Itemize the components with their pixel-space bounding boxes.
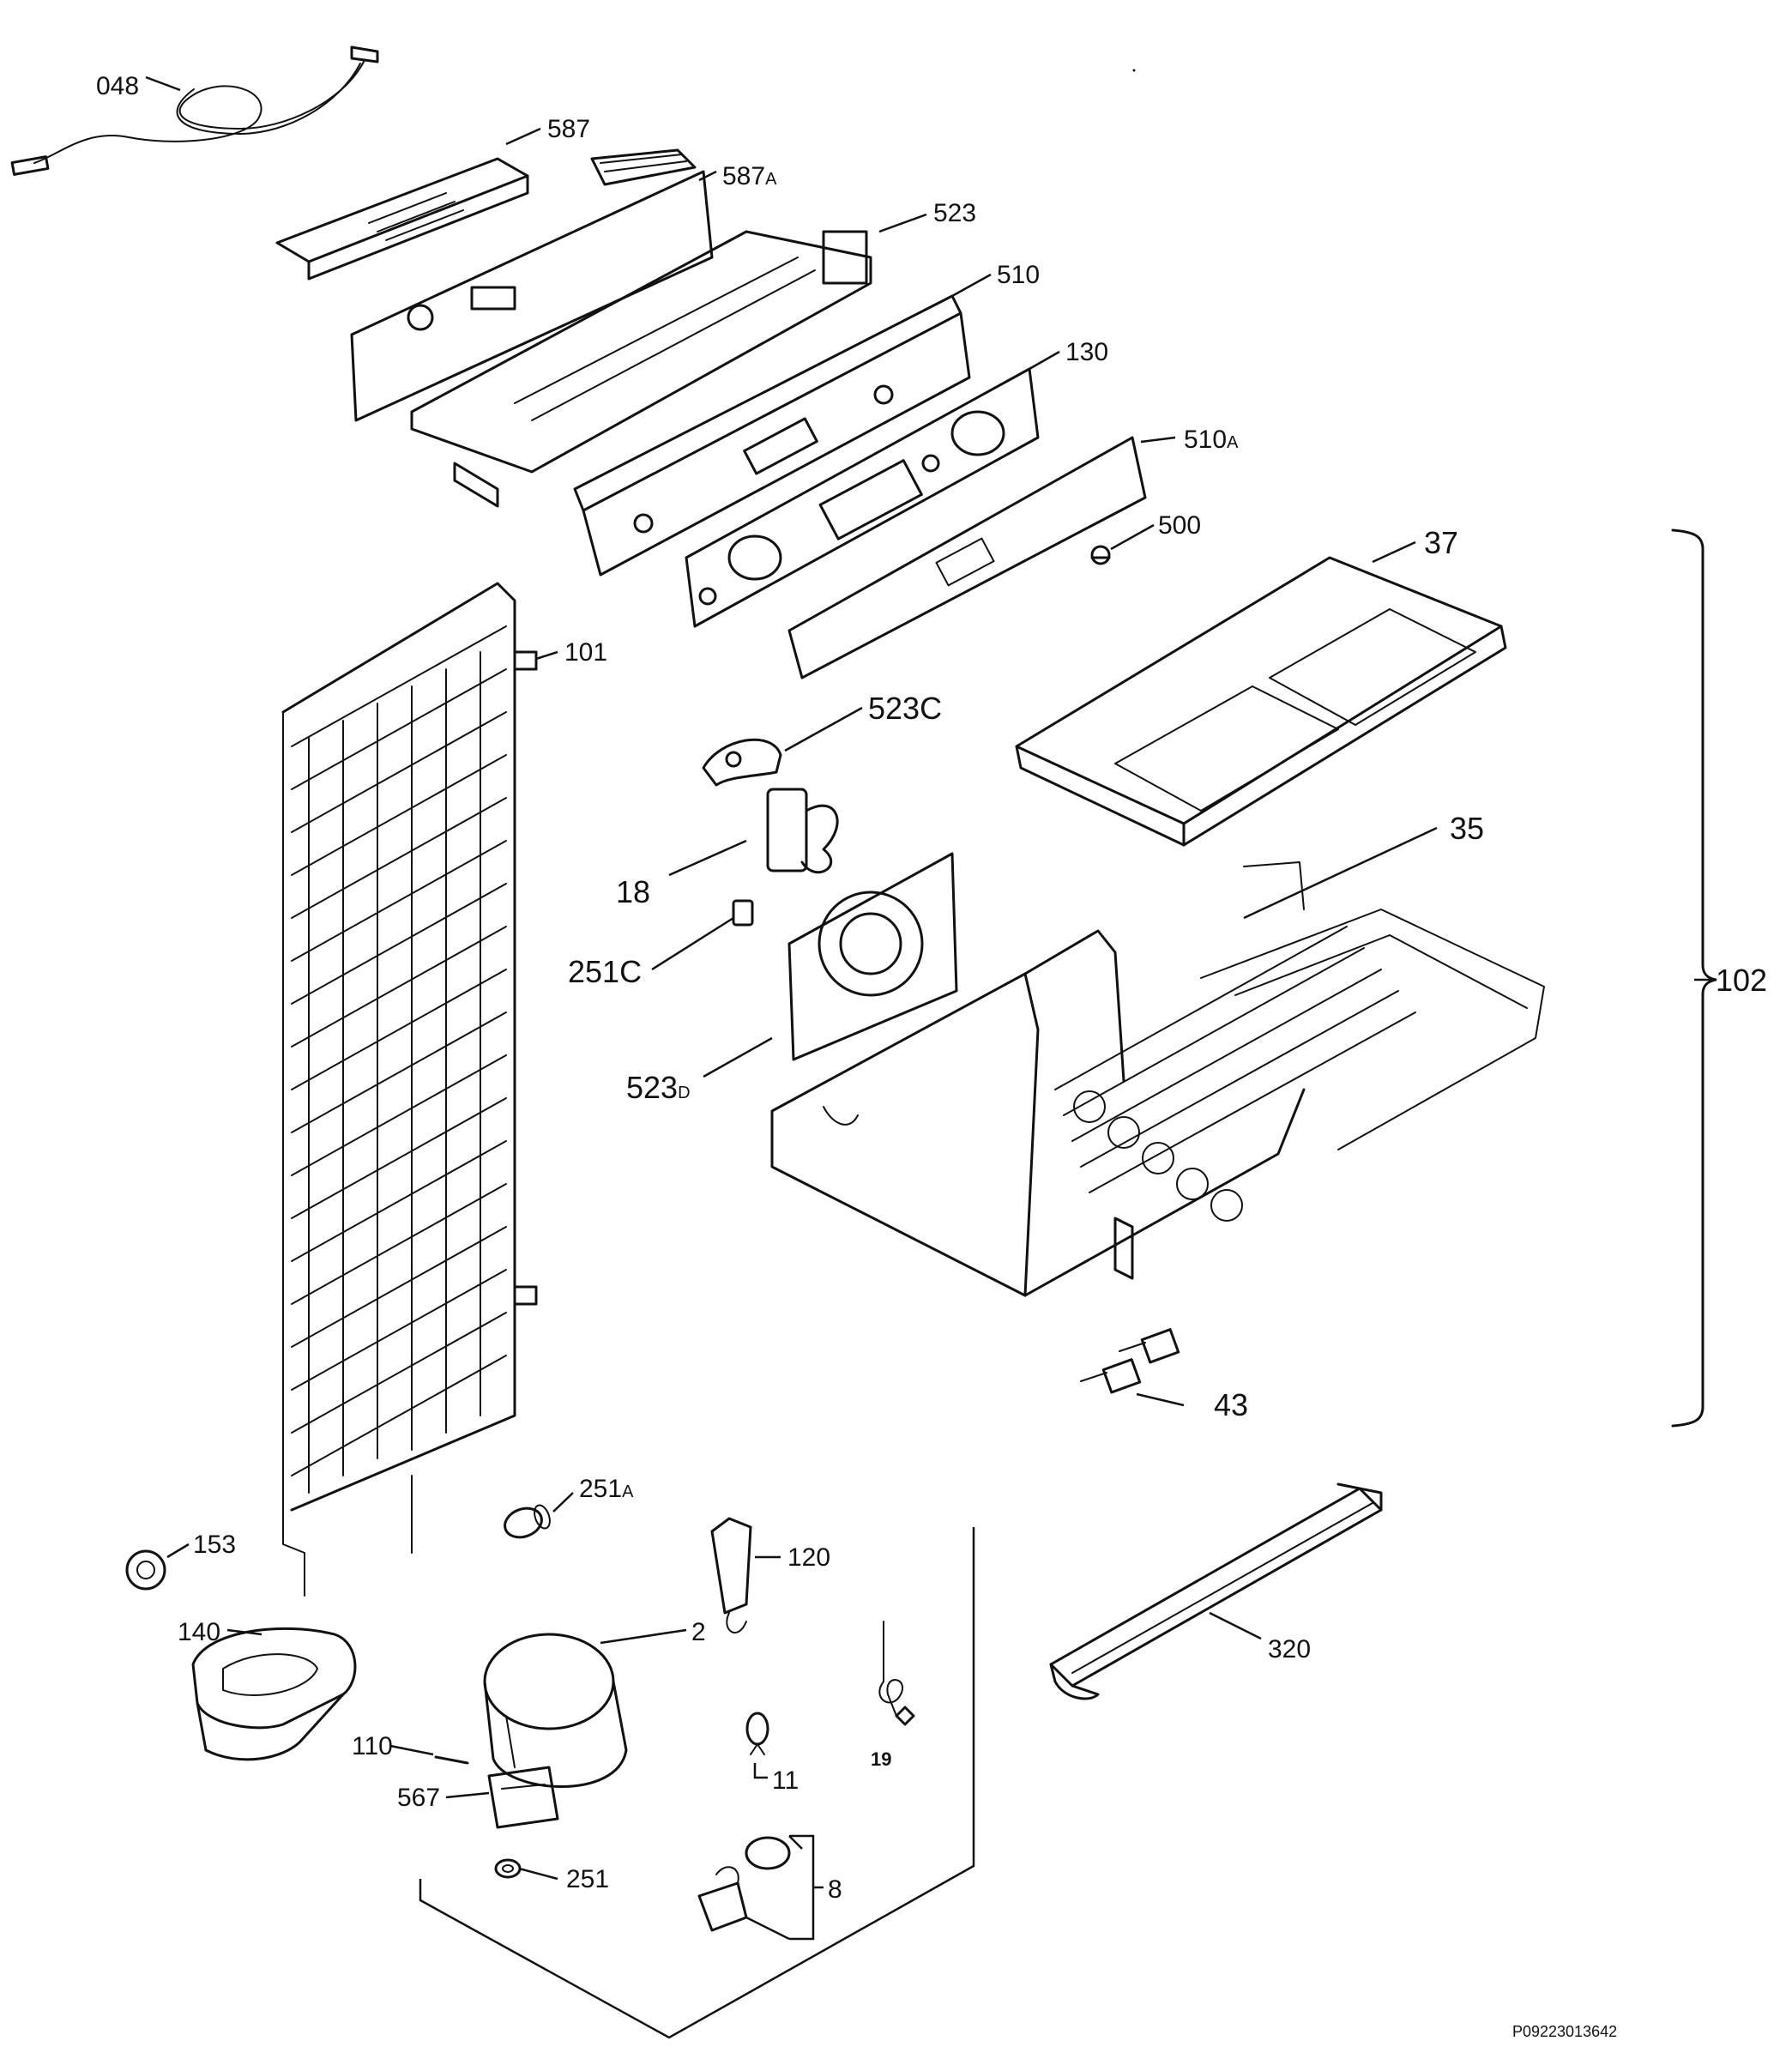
label-130: 130 xyxy=(1065,338,1108,366)
label-153: 153 xyxy=(193,1531,236,1559)
label-35: 35 xyxy=(1450,811,1484,846)
part-19-power-cable[interactable] xyxy=(878,1621,915,1726)
label-102: 102 xyxy=(1716,963,1767,998)
part-523-housing[interactable] xyxy=(410,230,872,508)
part-251c-clip[interactable] xyxy=(732,899,754,927)
label-587a: 587A xyxy=(722,162,777,190)
label-19: 19 xyxy=(871,1748,891,1770)
label-251c: 251C xyxy=(568,954,642,989)
part-37-evaporator-cover[interactable] xyxy=(1015,556,1507,847)
part-140-drip-tray[interactable] xyxy=(191,1627,357,1761)
bracket-102 xyxy=(1671,528,1717,1428)
label-523: 523 xyxy=(933,199,976,227)
part-11-capacitor[interactable] xyxy=(745,1712,769,1755)
label-18: 18 xyxy=(616,874,650,909)
label-140: 140 xyxy=(178,1618,220,1646)
label-37: 37 xyxy=(1424,525,1458,560)
part-101-condenser[interactable] xyxy=(281,582,538,1597)
part-110-pin[interactable] xyxy=(434,1755,469,1765)
part-130-display-panel[interactable] xyxy=(685,367,1040,628)
part-153-cap[interactable] xyxy=(125,1549,166,1591)
part-510-control-panel[interactable] xyxy=(573,294,971,577)
part-120-overload-relay[interactable] xyxy=(710,1517,752,1633)
label-43: 43 xyxy=(1214,1387,1248,1422)
label-11: 11 xyxy=(772,1766,799,1795)
label-510a: 510A xyxy=(1184,426,1239,454)
part-500-button[interactable] xyxy=(1090,545,1111,565)
label-523d: 523D xyxy=(626,1070,691,1105)
label-2: 2 xyxy=(691,1618,706,1646)
part-35-evaporator[interactable] xyxy=(770,861,1545,1297)
label-120: 120 xyxy=(787,1543,830,1572)
label-523c: 523C xyxy=(868,691,942,726)
leader-lines xyxy=(145,75,1711,1941)
part-2-compressor[interactable] xyxy=(483,1633,628,1829)
part-523d-fan-cover[interactable] xyxy=(787,852,958,1061)
label-101: 101 xyxy=(564,638,607,667)
stray-dot xyxy=(1132,69,1136,72)
part-251a-grommet[interactable] xyxy=(501,1503,552,1542)
part-43-connectors[interactable] xyxy=(1080,1328,1180,1394)
label-320: 320 xyxy=(1268,1635,1311,1664)
label-500: 500 xyxy=(1158,511,1201,540)
label-251a: 251A xyxy=(579,1475,634,1503)
label-110: 110 xyxy=(352,1732,393,1760)
label-587: 587 xyxy=(547,115,590,143)
part-587-control-board[interactable] xyxy=(275,157,529,281)
label-510: 510 xyxy=(997,261,1040,289)
part-251-grommet[interactable] xyxy=(494,1858,522,1879)
part-587a-board-holder[interactable] xyxy=(350,148,714,422)
label-048: 048 xyxy=(96,72,139,100)
part-18-fan-motor[interactable] xyxy=(766,788,839,874)
part-8-starter-relay[interactable] xyxy=(697,1836,791,1932)
label-251: 251 xyxy=(566,1865,609,1893)
label-8: 8 xyxy=(828,1875,842,1904)
part-048-cable[interactable] xyxy=(10,45,379,176)
document-number: P09223013642 xyxy=(1512,2023,1618,2040)
part-320-handle[interactable] xyxy=(1049,1482,1383,1700)
part-523c-fan-bracket[interactable] xyxy=(702,738,782,787)
label-567: 567 xyxy=(397,1784,440,1812)
part-510a-decor-strip[interactable] xyxy=(787,436,1147,679)
compressor-group-box xyxy=(419,1527,975,2039)
